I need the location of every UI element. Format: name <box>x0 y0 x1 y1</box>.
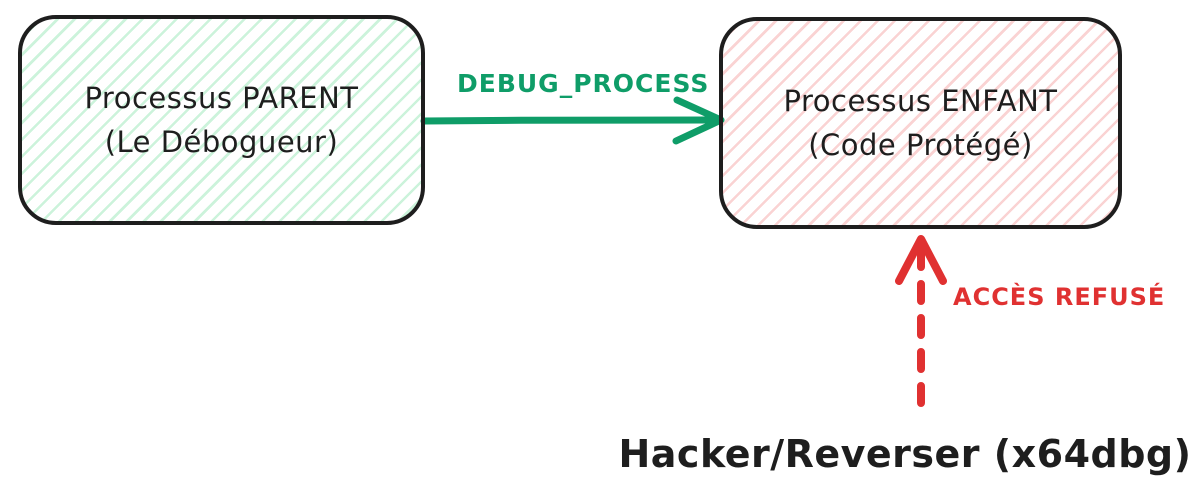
parent-process-title: Processus PARENT <box>84 80 359 115</box>
access-denied-arrow-label: ACCÈS REFUSÉ <box>953 283 1166 311</box>
debug-process-arrow-label: DEBUG_PROCESS <box>457 69 710 98</box>
access-denied-arrow-icon <box>895 235 947 407</box>
parent-process-box: Processus PARENT (Le Débogueur) <box>18 15 425 225</box>
hacker-reverser-caption: Hacker/Reverser (x64dbg) <box>618 432 1192 476</box>
child-process-title: Processus ENFANT <box>783 83 1058 118</box>
child-process-box: Processus ENFANT (Code Protégé) <box>719 17 1122 229</box>
debug-process-arrow-icon <box>420 96 725 145</box>
parent-process-subtitle: (Le Débogueur) <box>104 125 339 159</box>
child-process-subtitle: (Code Protégé) <box>808 128 1033 162</box>
